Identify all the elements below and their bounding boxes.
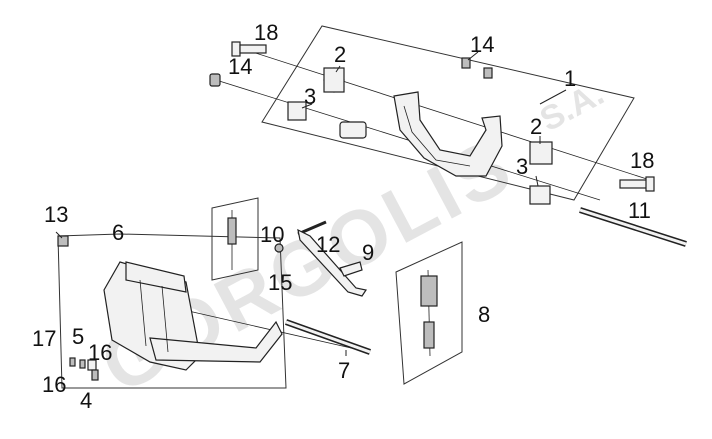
bushing-3-right xyxy=(529,185,551,205)
callout-3-right: 3 xyxy=(516,154,528,179)
leader-1 xyxy=(539,89,567,105)
nut-4 xyxy=(91,369,99,381)
callout-5: 5 xyxy=(72,324,84,349)
bracket-edge xyxy=(403,105,471,167)
bushing-body xyxy=(323,67,345,93)
washer-16a xyxy=(79,359,86,369)
bolt-18-right xyxy=(619,176,655,192)
callout-10: 10 xyxy=(260,222,284,247)
callout-18-left: 18 xyxy=(254,20,278,45)
callout-15: 15 xyxy=(268,270,292,295)
spacer-sleeve xyxy=(339,121,367,139)
shaft-highlight xyxy=(579,208,687,246)
side-stand-9 xyxy=(297,228,367,297)
small-hardware-group xyxy=(69,357,99,381)
callout-16-right: 16 xyxy=(88,340,112,365)
spring-box-small xyxy=(211,197,259,281)
callout-18-right: 18 xyxy=(630,148,654,173)
callout-2-upper: 2 xyxy=(334,42,346,67)
spring-box-large xyxy=(395,241,463,385)
shaft-7 xyxy=(284,319,372,355)
spring-coil xyxy=(227,217,237,245)
axis-line-1 xyxy=(239,47,651,181)
washer-15 xyxy=(274,243,284,253)
stand-foot-lever xyxy=(149,320,283,363)
leader-13 xyxy=(55,231,63,239)
side-stand-tab xyxy=(339,261,363,277)
stand-rib-2 xyxy=(161,285,169,353)
callout-labels: 1 2 2 3 3 4 5 6 7 8 9 10 11 12 13 14 14 … xyxy=(32,20,654,413)
callout-14-upper: 14 xyxy=(470,32,494,57)
callout-8: 8 xyxy=(478,302,490,327)
bolt-shaft xyxy=(239,44,267,54)
bushing-3-upper xyxy=(287,101,307,121)
shaft-11 xyxy=(579,207,687,247)
callout-7: 7 xyxy=(338,358,350,383)
bracket-body xyxy=(393,91,503,177)
callout-11: 11 xyxy=(628,198,651,223)
spring-small xyxy=(227,210,237,270)
callout-12: 12 xyxy=(316,232,340,257)
shaft-highlight xyxy=(285,320,371,354)
callout-17: 17 xyxy=(32,326,56,351)
spring-coil-lower xyxy=(423,321,435,349)
leader-lines xyxy=(55,51,567,356)
leader-2a xyxy=(335,65,341,73)
leader-3b xyxy=(535,175,539,187)
leader-14b xyxy=(467,51,479,61)
main-stand-6 xyxy=(103,261,283,371)
callout-9: 9 xyxy=(362,240,374,265)
main-stand-bracket-1 xyxy=(393,91,503,177)
callout-4: 4 xyxy=(80,388,92,413)
callout-6: 6 xyxy=(112,220,124,245)
callout-16-left: 16 xyxy=(42,372,66,397)
bolt-18-left xyxy=(231,41,267,57)
spring-coil-upper xyxy=(420,275,438,307)
bushing-2-upper xyxy=(323,67,345,93)
clip-14-upper-b xyxy=(483,67,493,79)
callout-2-right: 2 xyxy=(530,114,542,139)
spring-large xyxy=(420,269,438,357)
nut-13 xyxy=(57,235,69,247)
bolt-head xyxy=(645,176,655,192)
callout-1: 1 xyxy=(564,66,576,91)
callout-13: 13 xyxy=(44,202,68,227)
leader-3a xyxy=(301,103,313,109)
callout-14-left: 14 xyxy=(228,54,252,79)
bushing-2-right xyxy=(529,141,553,165)
clip-14-upper-a xyxy=(461,57,471,69)
cotter-pin-17 xyxy=(69,357,76,367)
callout-3-upper: 3 xyxy=(304,84,316,109)
nut-14-left xyxy=(209,73,221,87)
stand-crossbar xyxy=(125,261,187,293)
side-stand-leg xyxy=(297,228,367,297)
stand-rib-1 xyxy=(139,279,147,347)
lower-assembly-frame xyxy=(57,233,287,389)
